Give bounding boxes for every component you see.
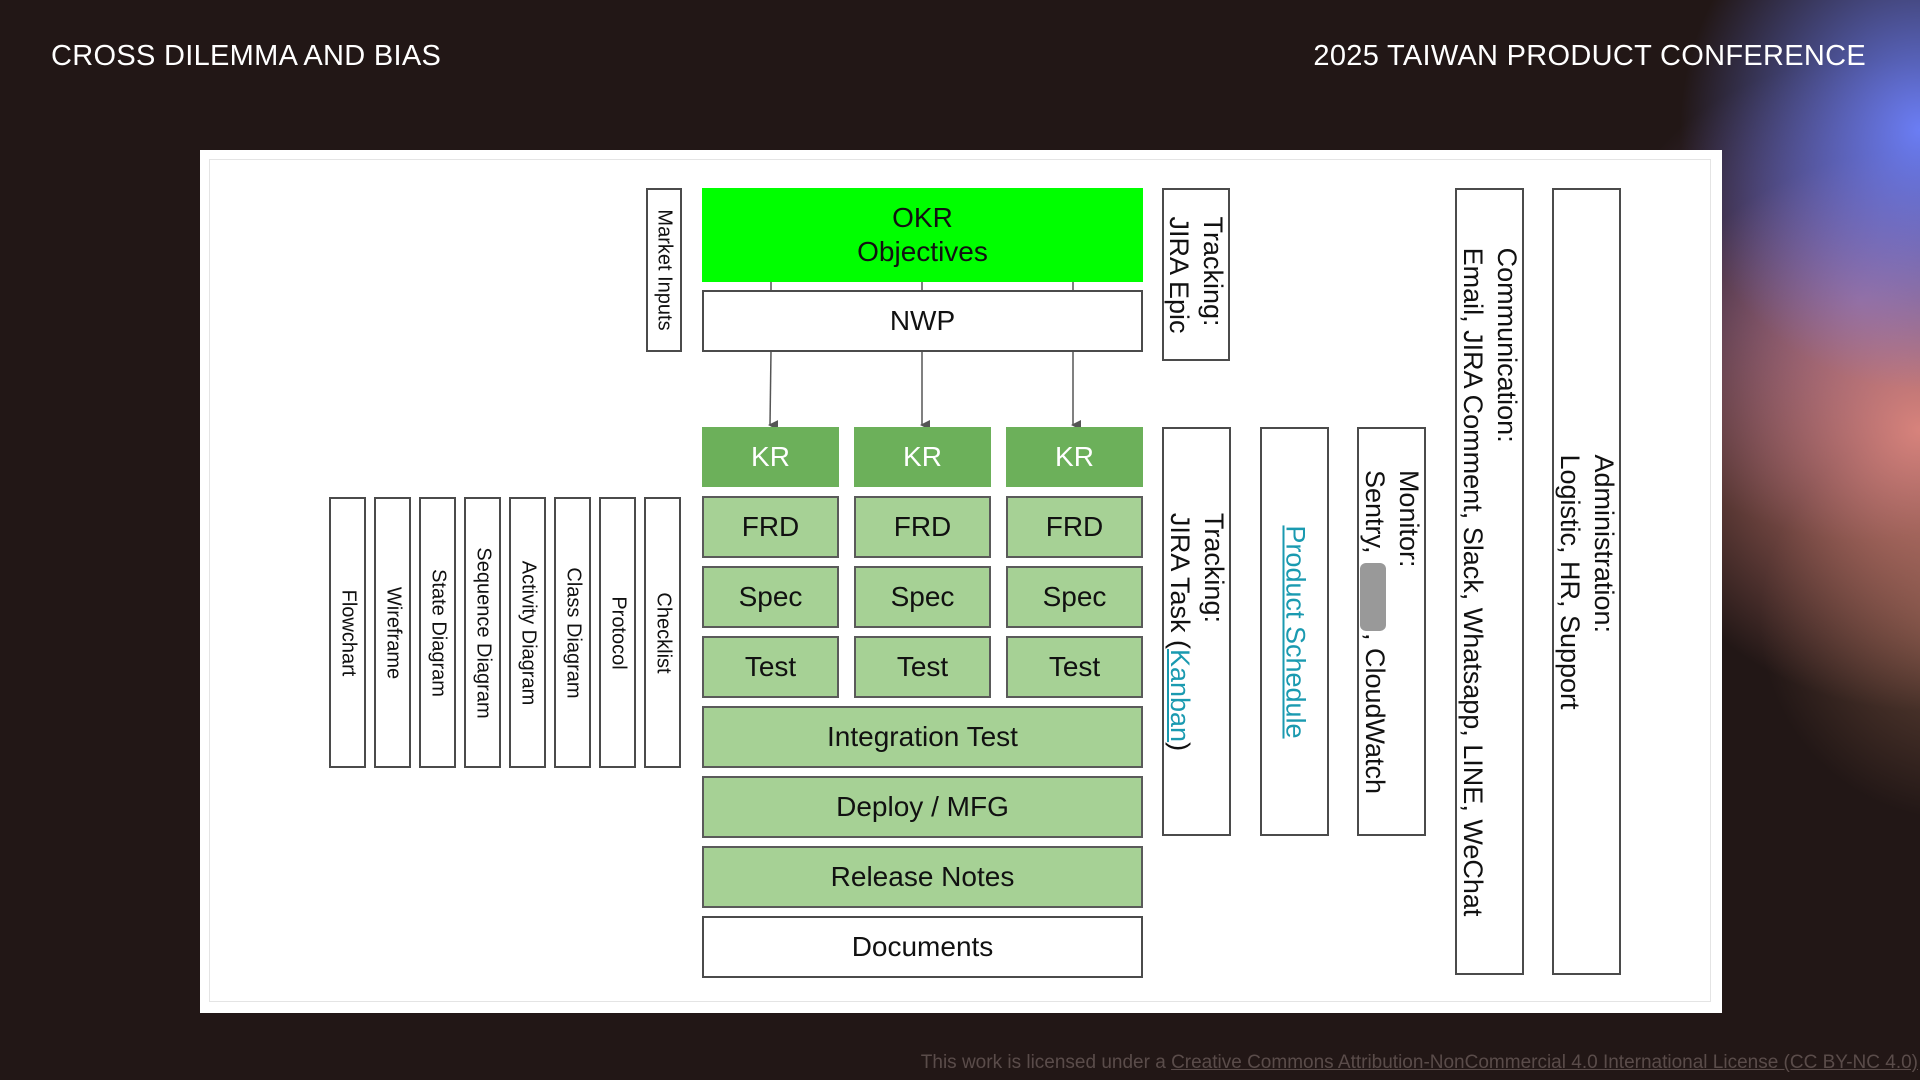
test-label-1: Test <box>744 651 797 682</box>
tracking-epic-text: Tracking: JIRA Epic <box>1162 216 1230 333</box>
tracking-task-prefix: JIRA Task ( <box>1164 512 1195 649</box>
release-notes-box: Release Notes <box>702 846 1143 908</box>
kr-box-3: KR <box>1006 427 1143 487</box>
documents-label: Documents <box>851 931 994 962</box>
tracking-task-text: Tracking: JIRA Task (Kanban) <box>1163 512 1231 750</box>
communication-line2: Email, JIRA Comment, Slack, Whatsapp, LI… <box>1457 247 1488 916</box>
monitor-suffix: , CloudWatch <box>1359 632 1390 794</box>
test-label-2: Test <box>896 651 949 682</box>
monitor-prefix: Sentry, <box>1359 469 1390 561</box>
market-inputs-box: Market Inputs <box>646 188 682 352</box>
tracking-epic-box: Tracking: JIRA Epic <box>1162 188 1230 361</box>
conference-title: 2025 TAIWAN PRODUCT CONFERENCE <box>1313 40 1866 72</box>
nwp-box: NWP <box>702 290 1143 352</box>
diagram-panel: Market Inputs OKR Objectives NWP KR KR K… <box>200 150 1722 1013</box>
artifact-label-protocol: Protocol <box>607 595 629 670</box>
monitor-text: Monitor: Sentry, , CloudWatch <box>1358 469 1426 793</box>
artifact-label-class-diagram: Class Diagram <box>562 566 584 699</box>
redacted-pill <box>1359 562 1386 631</box>
kr-label-3: KR <box>1055 441 1094 472</box>
spec-label-2: Spec <box>890 581 955 612</box>
tracking-task-suffix: ) <box>1164 741 1195 751</box>
spec-box-2: Spec <box>854 566 991 628</box>
artifact-label-flowchart: Flowchart <box>337 589 359 676</box>
tracking-task-line1: Tracking: <box>1198 512 1229 623</box>
test-box-2: Test <box>854 636 991 698</box>
objectives-label: Objectives <box>857 236 988 267</box>
administration-line1: Administration: <box>1588 453 1619 633</box>
artifact-label-state-diagram: State Diagram <box>427 568 449 697</box>
administration-box: Administration: Logistic, HR, Support <box>1552 188 1621 975</box>
spec-box-3: Spec <box>1006 566 1143 628</box>
artifact-sequence-diagram: Sequence Diagram <box>464 497 501 768</box>
administration-line2: Logistic, HR, Support <box>1554 453 1585 710</box>
artifact-label-activity-diagram: Activity Diagram <box>517 560 539 705</box>
slide-title: CROSS DILEMMA AND BIAS <box>51 40 442 72</box>
artifact-checklist: Checklist <box>644 497 681 768</box>
artifact-class-diagram: Class Diagram <box>554 497 591 768</box>
monitor-line1: Monitor: <box>1393 469 1424 567</box>
documents-box: Documents <box>702 916 1143 978</box>
spec-label-3: Spec <box>1042 581 1107 612</box>
tracking-epic-line2: JIRA Epic <box>1164 215 1194 334</box>
test-box-1: Test <box>702 636 839 698</box>
spec-label-1: Spec <box>738 581 803 612</box>
artifact-label-checklist: Checklist <box>652 591 674 674</box>
frd-box-3: FRD <box>1006 496 1143 558</box>
product-schedule-box: Product Schedule <box>1260 427 1329 836</box>
frd-label-1: FRD <box>741 511 800 542</box>
test-label-3: Test <box>1048 651 1101 682</box>
kanban-link[interactable]: Kanban <box>1164 648 1195 742</box>
diagram-frame <box>209 159 1711 1002</box>
kr-box-2: KR <box>854 427 991 487</box>
release-notes-label: Release Notes <box>830 861 1015 892</box>
artifact-flowchart: Flowchart <box>329 497 366 768</box>
arrow-nwp-kr1 <box>768 350 779 431</box>
artifact-wireframe: Wireframe <box>374 497 411 768</box>
kr-label-2: KR <box>903 441 942 472</box>
artifact-protocol: Protocol <box>599 497 636 768</box>
monitor-box: Monitor: Sentry, , CloudWatch <box>1357 427 1426 836</box>
kr-box-1: KR <box>702 427 839 487</box>
communication-text: Communication: Email, JIRA Comment, Slac… <box>1456 247 1524 916</box>
frd-box-1: FRD <box>702 496 839 558</box>
frd-label-3: FRD <box>1045 511 1104 542</box>
tracking-task-box: Tracking: JIRA Task (Kanban) <box>1162 427 1231 836</box>
integration-test-box: Integration Test <box>702 706 1143 768</box>
test-box-3: Test <box>1006 636 1143 698</box>
kr-label-1: KR <box>751 441 790 472</box>
artifact-label-sequence-diagram: Sequence Diagram <box>472 546 494 719</box>
communication-box: Communication: Email, JIRA Comment, Slac… <box>1455 188 1524 975</box>
frd-box-2: FRD <box>854 496 991 558</box>
communication-line1: Communication: <box>1491 247 1522 443</box>
artifact-state-diagram: State Diagram <box>419 497 456 768</box>
okr-objectives-box: OKR Objectives <box>702 188 1143 282</box>
okr-label: OKR <box>892 202 953 233</box>
nwp-label: NWP <box>889 305 956 336</box>
integration-test-label: Integration Test <box>827 721 1018 752</box>
spec-box-1: Spec <box>702 566 839 628</box>
deploy-mfg-box: Deploy / MFG <box>702 776 1143 838</box>
license-prefix: This work is licensed under a <box>920 1052 1172 1073</box>
product-schedule-link[interactable]: Product Schedule <box>1280 524 1310 739</box>
administration-text: Administration: Logistic, HR, Support <box>1553 454 1621 709</box>
license-link[interactable]: Creative Commons Attribution-NonCommerci… <box>1171 1052 1918 1073</box>
market-inputs-label: Market Inputs <box>653 209 676 331</box>
artifact-activity-diagram: Activity Diagram <box>509 497 546 768</box>
license-footer: This work is licensed under a Creative C… <box>921 1052 1918 1074</box>
frd-label-2: FRD <box>893 511 952 542</box>
artifact-label-wireframe: Wireframe <box>382 586 404 679</box>
tracking-epic-line1: Tracking: <box>1198 215 1228 327</box>
deploy-mfg-label: Deploy / MFG <box>836 791 1009 822</box>
